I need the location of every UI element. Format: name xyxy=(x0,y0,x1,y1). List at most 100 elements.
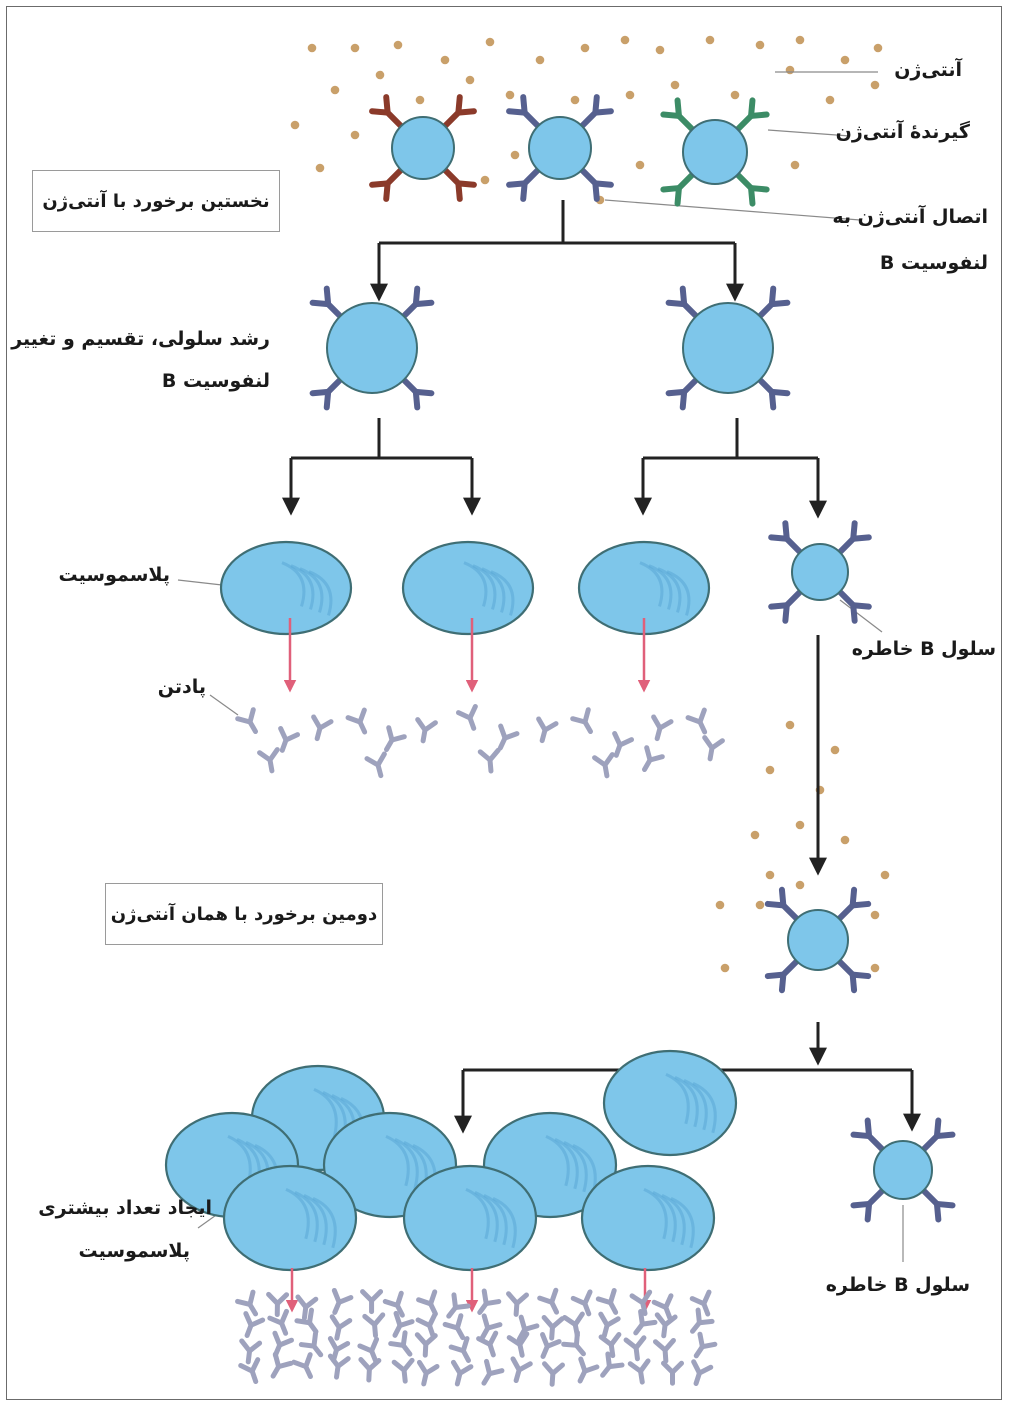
antigen-dot xyxy=(705,35,715,45)
antibody-icon xyxy=(497,723,520,751)
antibody-icon xyxy=(384,725,407,753)
antigen-dot xyxy=(485,37,495,47)
antigen-dot xyxy=(840,55,850,65)
antigen-dot xyxy=(785,65,795,75)
antibody-icon xyxy=(651,1293,674,1321)
antibody-icon xyxy=(577,1356,600,1384)
antibody-icon xyxy=(391,1357,415,1384)
antibody-icon xyxy=(446,1292,471,1319)
plasmocyte xyxy=(219,540,353,636)
antibody-icon xyxy=(595,1287,619,1315)
antigen-dot xyxy=(755,40,765,50)
antibody-icon xyxy=(642,745,665,773)
antigen-dot xyxy=(315,163,325,173)
diagram-frame xyxy=(6,6,1002,1400)
antibody-icon xyxy=(600,1351,625,1378)
antigen-dot xyxy=(755,900,765,910)
antibody-icon xyxy=(627,1358,651,1385)
lymphocyte-body xyxy=(873,1140,933,1200)
antibody-icon xyxy=(612,730,635,758)
plasmocyte xyxy=(222,1164,358,1272)
antibody-icon xyxy=(516,1314,540,1342)
antigen-dot xyxy=(840,835,850,845)
antigen-dot xyxy=(720,963,730,973)
antigen-dot xyxy=(535,55,545,65)
antibody-icon xyxy=(311,714,334,742)
antigen-dot xyxy=(790,160,800,170)
second-encounter-box: دومین برخورد با همان آنتی‌ژن xyxy=(105,883,383,945)
antibody-icon xyxy=(479,1313,503,1341)
b-lymphocyte-brown xyxy=(369,94,477,202)
antigen-dot xyxy=(510,150,520,160)
antigen-dot xyxy=(870,963,880,973)
antibody-icon xyxy=(537,1287,560,1315)
label-more-plasmocytes-2: پلاسموسیت xyxy=(78,1240,190,1262)
antigen-dot xyxy=(825,95,835,105)
antibody-icon xyxy=(477,747,501,774)
antibody-icon xyxy=(570,707,593,735)
antibody-icon xyxy=(654,1312,678,1339)
antigen-dot xyxy=(655,45,665,55)
antibody-icon xyxy=(294,1307,319,1335)
antibody-icon xyxy=(257,747,280,774)
leader-receptor xyxy=(767,129,851,137)
label-antibody: پادتن xyxy=(157,676,206,698)
antigen-dot xyxy=(505,90,515,100)
antibody-icon xyxy=(693,1331,718,1359)
antibody-icon xyxy=(506,1291,529,1317)
antibody-icon xyxy=(691,1359,714,1387)
plasmocyte-body xyxy=(402,1164,538,1272)
leader-binding xyxy=(604,199,861,221)
antigen-dot xyxy=(393,40,403,50)
antigen-dot xyxy=(480,175,490,185)
antibody-icon xyxy=(298,1330,324,1358)
antibody-icon xyxy=(540,1332,562,1359)
antibody-icon xyxy=(536,716,559,744)
plasmocyte-body xyxy=(580,1164,716,1272)
antibody-icon xyxy=(345,707,368,735)
antibody-icon xyxy=(598,1332,622,1359)
plasmocytes xyxy=(164,540,738,1272)
label-growth: رشد سلولی، تقسیم و تغییر xyxy=(11,328,270,350)
label-growth-2: لنفوسیت B xyxy=(161,370,270,392)
lymphocytes xyxy=(309,94,956,1223)
lymphocyte-body xyxy=(791,543,849,601)
lymphocyte-body xyxy=(326,302,418,394)
antibody-icon xyxy=(238,1357,261,1385)
antibody-icon xyxy=(243,1311,266,1338)
lymphocyte-body xyxy=(682,302,774,394)
lymphocyte-body xyxy=(787,909,849,971)
antibody-icon xyxy=(633,1309,658,1336)
antibody-icon xyxy=(651,714,674,742)
antibody-icon xyxy=(415,717,438,744)
antibody-icon xyxy=(416,1359,440,1387)
antigen-dot xyxy=(715,900,725,910)
b-lymphocyte-purple xyxy=(506,94,614,202)
antibody-icon xyxy=(481,1358,505,1386)
antigen-dot xyxy=(440,55,450,65)
label-memory-b-cell: سلول B خاطره xyxy=(851,638,996,660)
antibody-icon xyxy=(414,1332,438,1358)
antibody-icon xyxy=(416,1289,438,1317)
antibody-icon xyxy=(455,703,478,731)
antigen-dot xyxy=(330,85,340,95)
first-encounter-box: نخستین برخورد با آنتی‌ژن xyxy=(32,170,280,232)
antigen-dot xyxy=(290,120,300,130)
memory-b-cell-activated xyxy=(764,886,872,994)
plasmocyte-body xyxy=(219,540,353,636)
antibody-icon xyxy=(689,1307,715,1334)
antigen-dot xyxy=(570,95,580,105)
leader-memory xyxy=(839,599,883,633)
plasmocyte-body xyxy=(401,540,535,636)
antibody-icon xyxy=(476,1330,499,1358)
antigen-dot xyxy=(625,90,635,100)
label-memory-b-cell-2: سلول B خاطره xyxy=(825,1274,970,1296)
label-antigen-receptor: گیرندهٔ آنتی‌ژن xyxy=(835,121,970,143)
antibody-icon xyxy=(235,707,258,735)
memory-b-cell xyxy=(768,520,872,624)
antigen-dot xyxy=(635,160,645,170)
memory-b-cell-second xyxy=(850,1117,956,1223)
lymphocyte-body xyxy=(528,116,592,180)
antibody-icon xyxy=(235,1289,259,1317)
